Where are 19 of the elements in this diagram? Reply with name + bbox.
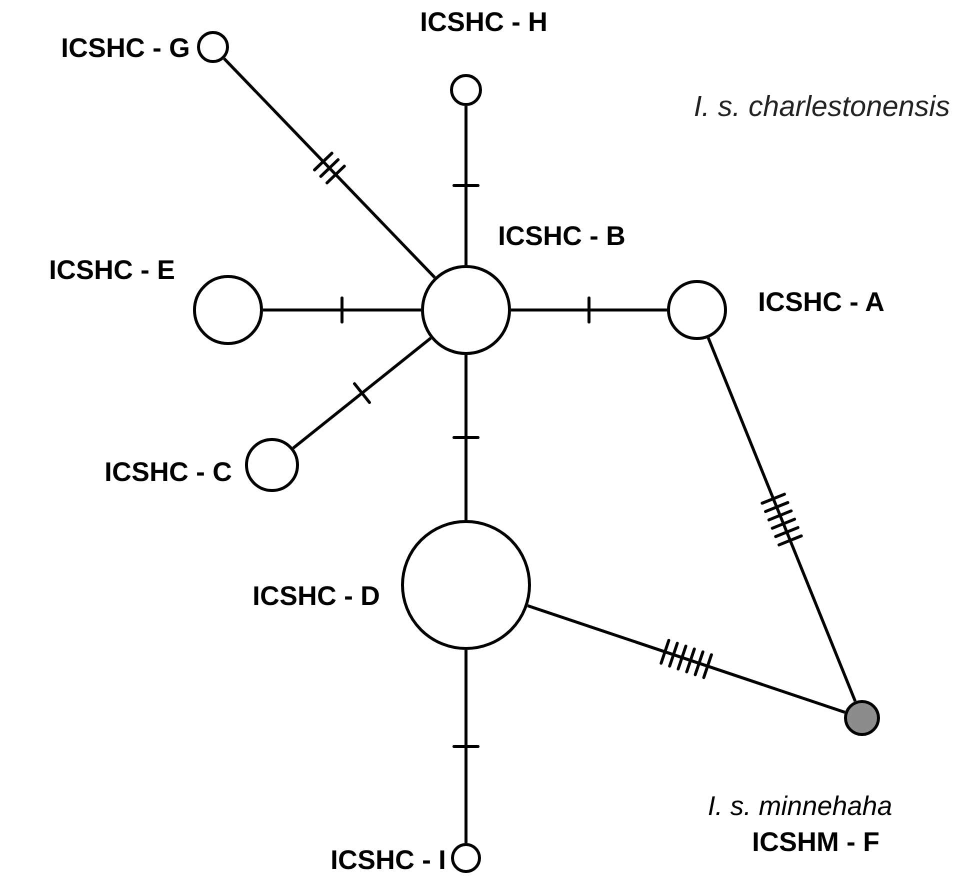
haplotype-label: ICSHM - F (752, 826, 880, 859)
connector-line (511, 308, 667, 312)
connector-line (527, 604, 846, 714)
haplotype-label: ICSHC - A (758, 286, 886, 319)
connector-line (223, 57, 436, 279)
haplotype-label: ICSHC - D (252, 580, 380, 613)
connector-line (263, 308, 421, 312)
connector-line (464, 650, 468, 843)
haplotype-label: ICSHC - H (420, 6, 548, 39)
connector-line (464, 355, 468, 520)
haplotype-label: ICSHC - C (104, 456, 232, 489)
species-label: I. s. charlestonensis (692, 90, 950, 125)
connector-line (292, 336, 432, 450)
connector-line (464, 106, 468, 265)
haplotype-label: ICSHC - G (60, 32, 190, 65)
haplotype-label: I. s. minnehaha (706, 790, 894, 823)
haplotype-label: ICSHC - I (329, 844, 446, 877)
haplotype-label: ICSHC - B (498, 220, 626, 253)
haplotype-label: ICSHC - E (48, 254, 175, 287)
